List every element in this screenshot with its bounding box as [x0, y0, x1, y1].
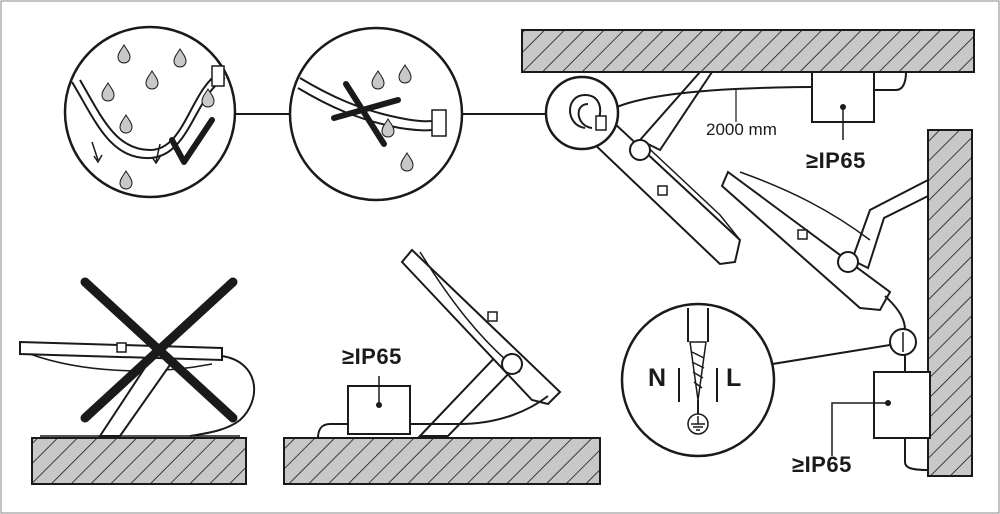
drip-loop-detail-correct: [63, 25, 548, 199]
ceiling: [521, 29, 975, 73]
neutral-terminal-label: N: [648, 364, 667, 392]
ceiling-mount-scene: [521, 29, 975, 266]
live-terminal-label: L: [726, 364, 742, 392]
wall: [927, 129, 973, 477]
floor-mount-correct-scene: [283, 248, 601, 485]
floodlight: [720, 170, 892, 312]
wall-mount-scene: [720, 129, 973, 477]
hook-detail-circle: [544, 75, 620, 151]
cross-mark-icon: [80, 277, 238, 423]
floor: [31, 437, 247, 485]
floor-box-ip-rating: ≥IP65: [342, 344, 402, 369]
cross-mark-icon: [331, 81, 401, 147]
cable-length-label: 2000 mm: [706, 120, 777, 139]
junction-box: [873, 371, 931, 439]
wall-box-ip-rating: ≥IP65: [792, 452, 852, 477]
floor-mount-incorrect-scene: [19, 277, 255, 485]
floor: [283, 437, 601, 485]
ground-symbol-icon: [687, 413, 709, 435]
wiring-detail-circle: [620, 302, 776, 458]
ceiling-box-ip-rating: ≥IP65: [806, 148, 866, 173]
check-mark-icon: [169, 117, 215, 165]
drip-loop-detail-incorrect: [288, 26, 464, 202]
